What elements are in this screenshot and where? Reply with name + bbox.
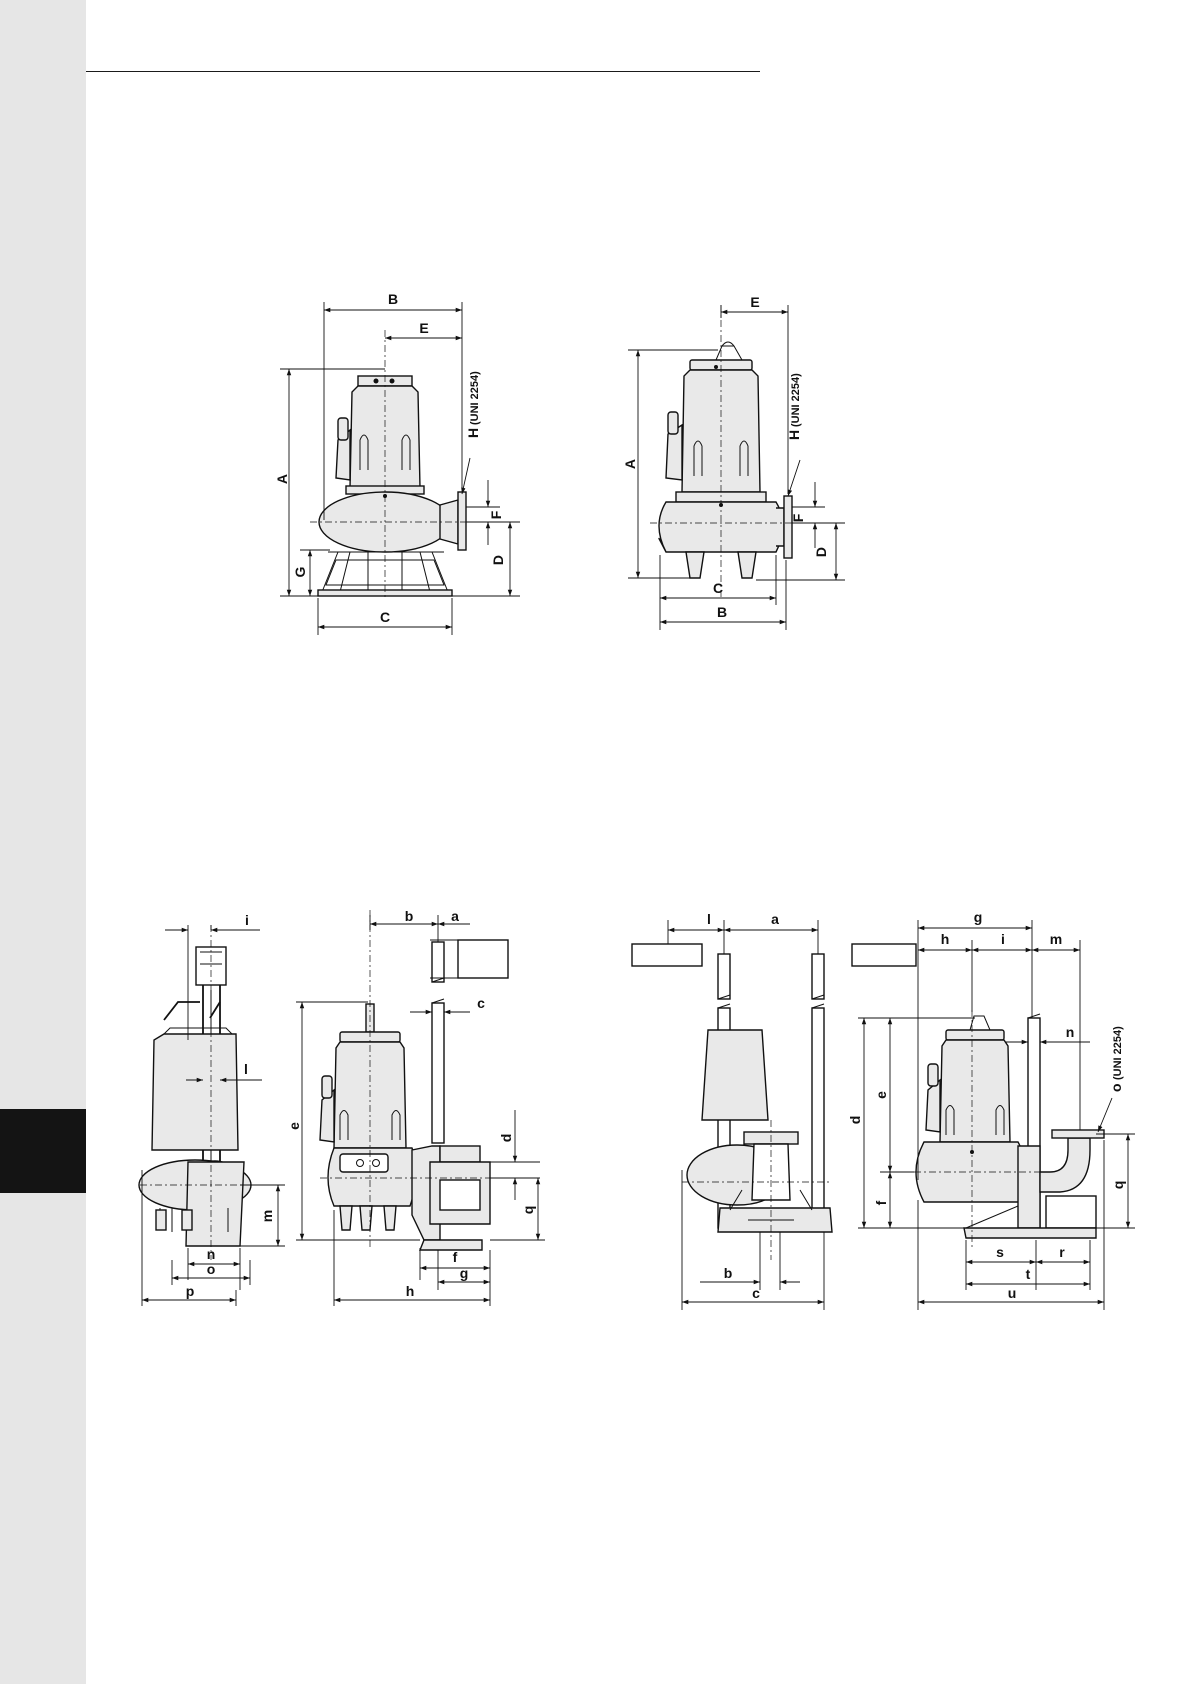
dim-label-u: u [1008, 1285, 1017, 1301]
dim-label-g: g [460, 1265, 469, 1281]
dim-label-G: G [292, 566, 308, 577]
dim-label-h: h [941, 931, 950, 947]
dim-label-l: l [244, 1061, 248, 1077]
dim-label-c: c [752, 1285, 760, 1301]
dim-label-t: t [1026, 1266, 1031, 1282]
dim-label-b: b [724, 1265, 733, 1281]
flange-label-H: H (UNI 2254) [465, 371, 481, 438]
dim-label-h: h [406, 1283, 415, 1299]
dim-label-C: C [380, 609, 390, 625]
dim-label-s: s [996, 1244, 1004, 1260]
dim-label-m: m [1050, 931, 1062, 947]
front-view-drawing [139, 947, 251, 1246]
dim-label-H: H [786, 430, 802, 440]
dim-label-b: b [405, 908, 414, 924]
figure-3-guide-rail-installation: i l m n o p [139, 908, 545, 1306]
dim-label-m: m [259, 1210, 275, 1222]
dim-label-o: o [1108, 1083, 1124, 1092]
dim-label-q: q [520, 1206, 536, 1215]
dim-label-g: g [974, 909, 983, 925]
dim-label-a: a [771, 911, 779, 927]
front-view-drawing [632, 944, 916, 1232]
dim-label-a: a [451, 908, 459, 924]
dim-label-p: p [186, 1283, 195, 1299]
dim-label-B: B [388, 291, 398, 307]
dim-label-q: q [1110, 1181, 1126, 1190]
dim-label-E: E [750, 294, 759, 310]
figure-2-free-standing-pump: E A C B F D H (UNI 2254) [622, 294, 845, 630]
side-view-drawing [916, 1014, 1104, 1238]
dim-label-A: A [622, 459, 638, 469]
dim-label-n: n [207, 1246, 216, 1262]
dim-label-d: d [847, 1116, 863, 1125]
dim-label-n: n [1066, 1024, 1075, 1040]
dim-label-F: F [790, 513, 806, 522]
dim-label-e: e [873, 1091, 889, 1099]
flange-standard-text: (UNI 2254) [1112, 1026, 1124, 1080]
pump-body-drawing [659, 342, 792, 578]
dim-label-d: d [498, 1134, 514, 1143]
dim-label-B: B [717, 604, 727, 620]
dim-label-E: E [419, 320, 428, 336]
dim-label-l: l [707, 911, 711, 927]
flange-label-o: o (UNI 2254) [1108, 1026, 1124, 1092]
pump-body-drawing [318, 376, 466, 596]
flange-standard-text: (UNI 2254) [790, 373, 802, 427]
dim-label-c: c [477, 995, 485, 1011]
dim-label-D: D [490, 555, 506, 565]
dim-label-H: H [465, 428, 481, 438]
dim-label-i: i [1001, 931, 1005, 947]
dim-label-f: f [873, 1200, 889, 1205]
dim-label-o: o [207, 1261, 216, 1277]
dim-label-i: i [245, 912, 249, 928]
dim-label-C: C [713, 580, 723, 596]
dim-label-F: F [488, 510, 504, 519]
dim-label-D: D [813, 547, 829, 557]
figure-4-guide-rail-installation: l a b c [632, 909, 1135, 1310]
dim-label-f: f [453, 1249, 458, 1265]
dim-label-r: r [1059, 1244, 1065, 1260]
dim-label-e: e [286, 1122, 302, 1130]
flange-standard-text: (UNI 2254) [469, 371, 481, 425]
figure-1-pump-on-stand: B E A G C F D H (UNI 2254) [274, 291, 520, 635]
side-view-drawing [320, 940, 508, 1250]
dim-label-A: A [274, 474, 290, 484]
